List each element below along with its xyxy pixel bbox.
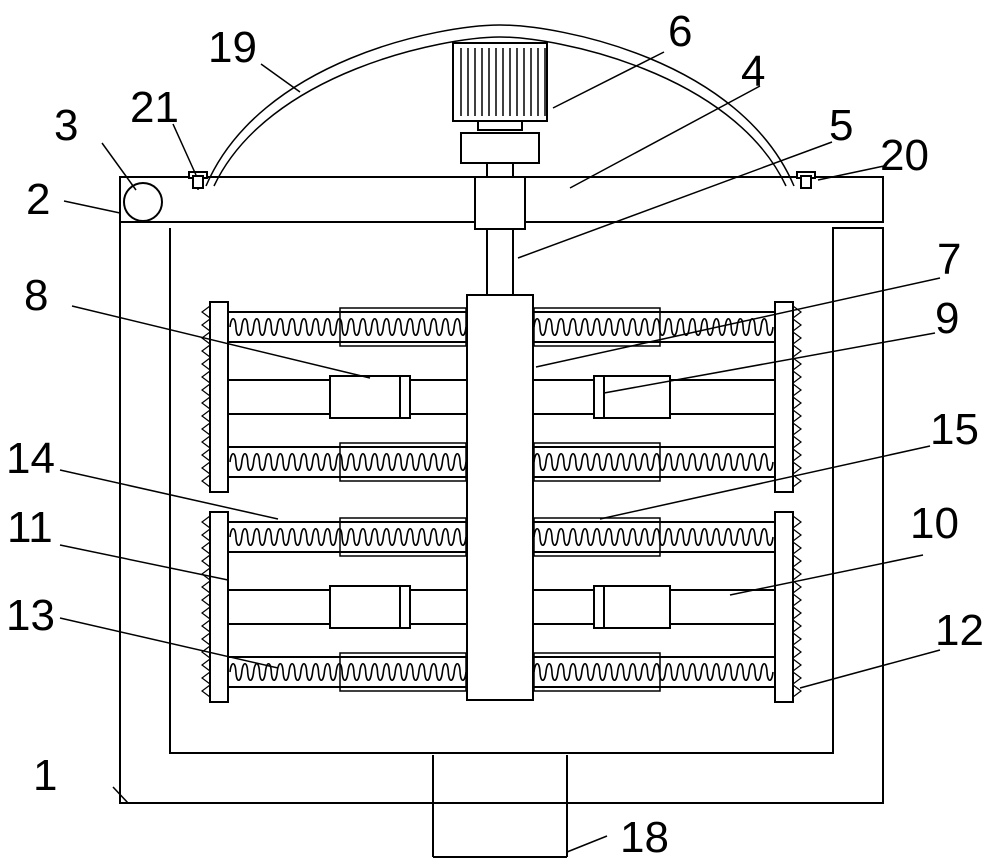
label-15: 15 bbox=[930, 405, 979, 454]
label-5: 5 bbox=[829, 101, 853, 150]
right-bolt bbox=[796, 171, 816, 189]
label-7: 7 bbox=[937, 235, 961, 284]
label-14: 14 bbox=[6, 434, 55, 483]
discharge-pipe bbox=[432, 755, 568, 858]
label-21: 21 bbox=[130, 83, 179, 132]
left-bolt bbox=[188, 171, 208, 190]
bearing-seat bbox=[474, 176, 526, 230]
label-20: 20 bbox=[880, 131, 929, 180]
label-4: 4 bbox=[741, 47, 765, 96]
drive-shaft bbox=[486, 228, 514, 296]
stirring-blades bbox=[201, 301, 802, 703]
label-8: 8 bbox=[24, 271, 48, 320]
motor bbox=[452, 42, 548, 131]
label-19: 19 bbox=[208, 23, 257, 72]
arch-handle-inner bbox=[213, 36, 787, 187]
label-1: 1 bbox=[33, 751, 57, 800]
coupling-neck bbox=[486, 162, 514, 178]
leader-lines bbox=[59, 51, 941, 853]
lower-blade-assembly bbox=[201, 511, 802, 703]
arch-handle bbox=[205, 24, 795, 187]
label-10: 10 bbox=[910, 499, 959, 548]
central-column bbox=[466, 294, 534, 701]
coupling bbox=[460, 132, 540, 164]
label-9: 9 bbox=[935, 294, 959, 343]
label-11: 11 bbox=[7, 503, 53, 552]
label-6: 6 bbox=[668, 7, 692, 56]
part-labels: 1 2 3 4 5 6 7 8 9 10 11 12 13 14 15 18 1… bbox=[6, 7, 984, 862]
label-2: 2 bbox=[26, 175, 50, 224]
label-13: 13 bbox=[6, 591, 55, 640]
outer-housing bbox=[119, 177, 884, 804]
label-18: 18 bbox=[620, 813, 669, 862]
hinge bbox=[123, 182, 163, 222]
label-12: 12 bbox=[935, 606, 984, 655]
label-3: 3 bbox=[54, 101, 78, 150]
